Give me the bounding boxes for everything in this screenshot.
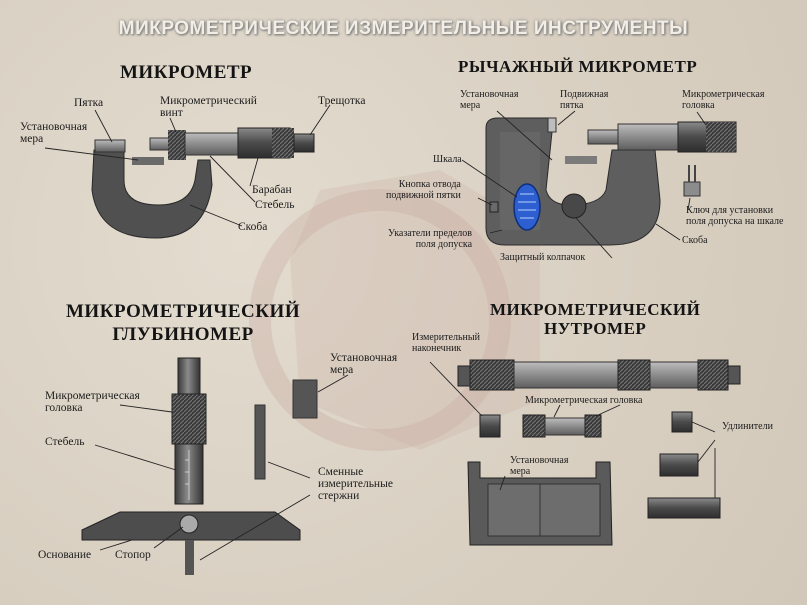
- banner-title: МИКРОМЕТРИЧЕСКИЕ ИЗМЕРИТЕЛЬНЫЕ ИНСТРУМЕН…: [118, 18, 689, 39]
- micrometer-label-heel: Пятка: [74, 97, 104, 109]
- bore-gauge-piece-1: [479, 414, 501, 438]
- bore-gauge-end: [727, 365, 741, 385]
- lever-label-movable-heel: Подвижная пятка: [560, 89, 609, 111]
- lever-micrometer-setting-gauge: [565, 156, 597, 164]
- depth-label-stopper: Стопор: [115, 549, 151, 561]
- micrometer-label-ratchet: Трещотка: [318, 95, 366, 107]
- lever-label-key: Ключ для установки поля допуска на шкале: [686, 205, 784, 227]
- bore-gauge-left-knurl: [469, 359, 515, 391]
- micrometer-ratchet: [293, 133, 315, 153]
- bore-gauge-extension-3: [647, 497, 721, 519]
- depth-gauge-title: МИКРОМЕТРИЧЕСКИЙ ГЛУБИНОМЕР: [66, 301, 301, 345]
- bore-gauge-tip: [457, 365, 471, 387]
- depth-label-stem: Стебель: [45, 436, 85, 448]
- micrometer-heel: [94, 139, 126, 153]
- lever-label-tolerance-pointers: Указатели пределов поля допуска: [388, 228, 473, 250]
- micrometer-label-stem: Стебель: [255, 199, 295, 211]
- bore-gauge-head: [697, 359, 729, 391]
- lever-label-release-button: Кнопка отвода подвижной пятки: [386, 179, 461, 201]
- bore-gauge-extension-2: [659, 453, 699, 477]
- lever-micrometer-button: [489, 201, 499, 213]
- depth-label-head: Микрометрическая головка: [45, 390, 140, 414]
- lever-micrometer-title: РЫЧАЖНЫЙ МИКРОМЕТР: [458, 57, 698, 76]
- micrometer-drum-knurl: [272, 128, 294, 158]
- micrometer-title: МИКРОМЕТР: [120, 62, 253, 83]
- lever-micrometer-heel: [547, 117, 557, 133]
- bore-gauge-stem: [649, 361, 699, 389]
- depth-gauge-rod-extension: [185, 540, 194, 575]
- micrometer-label-frame: Скоба: [238, 221, 268, 233]
- lever-micrometer-key: [683, 165, 701, 197]
- micrometer-label-setting-gauge: Установочная мера: [20, 121, 88, 145]
- lever-label-scale: Шкала: [433, 154, 462, 165]
- micrometer-frame: [91, 149, 213, 239]
- bore-gauge-tube: [513, 361, 619, 389]
- bore-label-extensions: Удлинители: [722, 421, 773, 432]
- bore-gauge-title: МИКРОМЕТРИЧЕСКИЙ НУТРОМЕР: [490, 300, 701, 338]
- depth-gauge-setting-gauge: [292, 379, 318, 419]
- depth-label-rods: Сменные измерительные стержни: [318, 466, 393, 502]
- micrometer-label-screw: Микрометрический винт: [160, 95, 257, 119]
- bore-gauge-piece-head: [522, 414, 546, 438]
- bore-gauge-piece-knurl: [584, 414, 602, 438]
- lever-label-head: Микрометрическая головка: [682, 89, 765, 111]
- micrometer-setting-gauge: [132, 157, 164, 165]
- bore-label-tip: Измерительный наконечник: [412, 332, 480, 354]
- depth-gauge-rod: [254, 404, 266, 480]
- lever-micrometer-head-knurl: [706, 122, 736, 152]
- bore-gauge-extension-1: [671, 411, 693, 433]
- lever-micrometer-cap: [561, 193, 587, 219]
- lever-label-frame: Скоба: [682, 235, 708, 246]
- micrometer-label-drum: Барабан: [252, 184, 292, 196]
- bore-label-head: Микрометрическая головка: [525, 395, 643, 406]
- depth-gauge-stopper: [179, 514, 199, 534]
- bore-gauge-mid-knurl: [617, 359, 651, 391]
- bore-gauge-piece-stem: [544, 417, 586, 436]
- bore-label-setting-gauge: Установочная мера: [510, 455, 569, 477]
- lever-label-cap: Защитный колпачок: [500, 252, 586, 263]
- depth-label-base: Основание: [38, 549, 92, 561]
- lever-label-setting-gauge: Установочная мера: [460, 89, 519, 111]
- micrometer-screw-collar: [168, 130, 186, 160]
- depth-label-setting-gauge: Установочная мера: [330, 352, 398, 376]
